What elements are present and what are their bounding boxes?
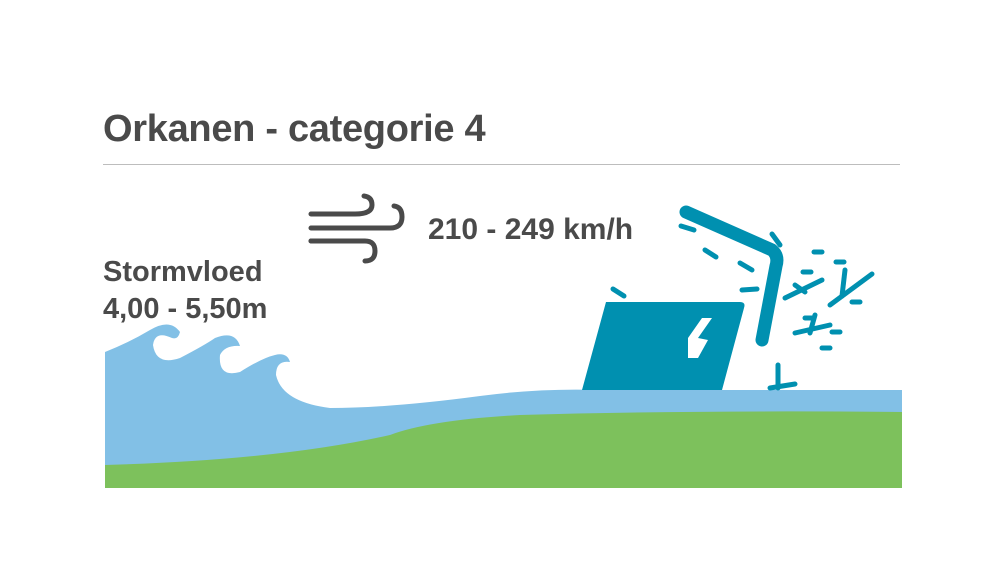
wind-speed: 210 - 249 km/h (428, 213, 634, 246)
land (105, 411, 902, 488)
storm-surge-height: 4,00 - 5,50m (103, 293, 268, 325)
storm-surge-label: Stormvloed 4,00 - 5,50m (103, 254, 267, 328)
wind-icon (308, 193, 405, 264)
title-divider (103, 164, 900, 165)
page-title: Orkanen - categorie 4 (103, 108, 486, 150)
storm-surge-title: Stormvloed (103, 256, 263, 288)
damaged-house-icon (582, 205, 875, 391)
